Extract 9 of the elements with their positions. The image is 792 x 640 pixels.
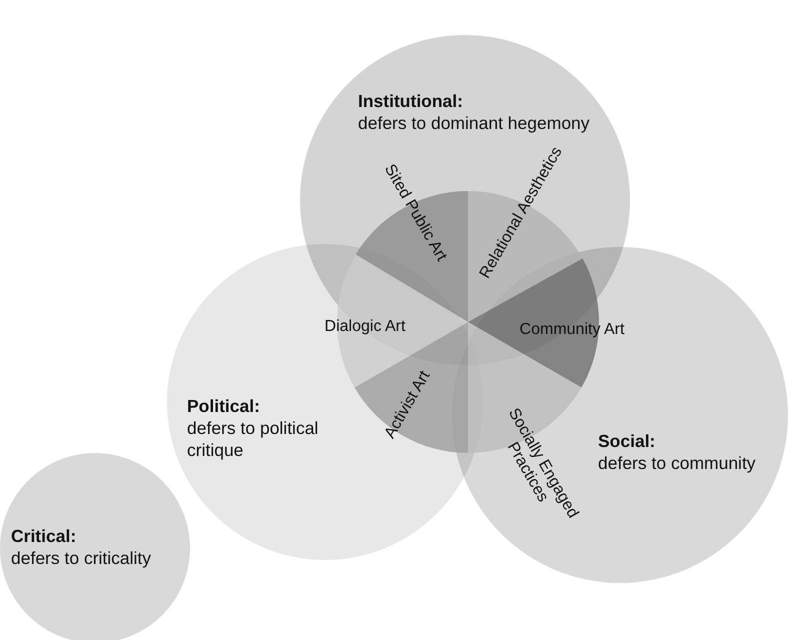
circle-description: defers to political critique <box>187 417 320 461</box>
sector-label: Dialogic Art <box>324 318 406 336</box>
circle-heading: Institutional: <box>358 90 463 112</box>
circle-heading: Critical: <box>11 525 76 547</box>
circle-description: defers to dominant hegemony <box>358 112 590 134</box>
circle-description: defers to community <box>598 452 756 474</box>
circle-description: defers to criticality <box>11 547 152 569</box>
circle-heading: Social: <box>598 430 656 452</box>
circle-heading: Political: <box>187 395 260 417</box>
